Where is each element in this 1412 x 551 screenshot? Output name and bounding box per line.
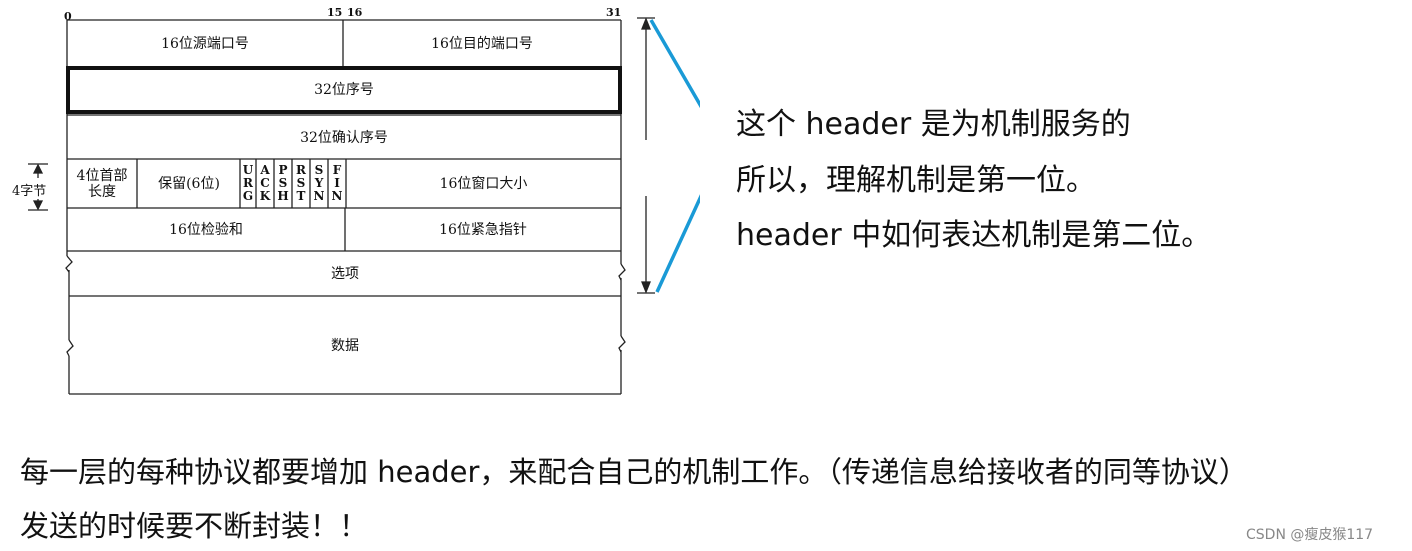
data-field: 数据 [331, 337, 359, 354]
flag-letter: P [278, 163, 288, 177]
note-line-2: 所以，理解机制是第一位。 [736, 163, 1096, 198]
reserved-field: 保留(6位) [158, 176, 220, 192]
options-field: 选项 [331, 266, 359, 282]
flag-letter: A [260, 163, 270, 177]
seq-number-field: 32位序号 [314, 82, 374, 98]
flag-psh: P S H [277, 161, 289, 206]
window-size-field: 16位窗口大小 [439, 176, 528, 192]
note-line-3: header 中如何表达机制是第二位。 [736, 218, 1212, 253]
flag-letter: S [278, 176, 288, 190]
tcp-header-diagram [28, 17, 700, 395]
flag-fin: F I N [331, 161, 343, 206]
bit-31-label: 31 [606, 6, 622, 19]
flag-letter: U [242, 163, 254, 177]
flag-letter: Y [314, 176, 324, 190]
header-length-line1: 4位首部 [76, 168, 128, 184]
header-length-line2: 长度 [88, 184, 116, 200]
flag-letter: S [314, 163, 324, 177]
header-length-field: 4位首部 长度 [68, 160, 136, 208]
flag-letter: I [334, 176, 340, 190]
flag-letter: S [296, 176, 306, 190]
flag-syn: S Y N [313, 161, 325, 206]
flag-ack: A C K [259, 161, 271, 206]
flag-urg: U R G [242, 161, 254, 206]
dst-port-field: 16位目的端口号 [431, 36, 533, 52]
ack-number-field: 32位确认序号 [300, 129, 388, 146]
flag-rst: R S T [295, 161, 307, 206]
flag-letter: N [331, 189, 343, 203]
flag-letter: R [243, 176, 253, 190]
flag-letter: H [277, 189, 289, 203]
flag-letter: C [260, 176, 270, 190]
bottom-line-2: 发送的时候要不断封装！！ [20, 509, 369, 543]
checksum-field: 16位检验和 [169, 222, 243, 238]
four-bytes-label: 4字节 [12, 180, 47, 199]
note-line-1: 这个 header 是为机制服务的 [736, 107, 1131, 142]
flag-letter: N [313, 189, 325, 203]
bit-15-label: 15 [327, 6, 343, 19]
bit-16-label: 16 [347, 6, 363, 19]
flag-letter: T [296, 189, 306, 203]
csdn-watermark: CSDN @瘦皮猴117 [1246, 527, 1374, 543]
src-port-field: 16位源端口号 [161, 36, 249, 52]
flag-letter: K [259, 189, 271, 203]
urgent-pointer-field: 16位紧急指针 [439, 222, 527, 238]
bottom-line-1: 每一层的每种协议都要增加 header，来配合自己的机制工作。（传递信息给接收者… [20, 455, 1248, 489]
bit-0-label: 0 [64, 10, 72, 23]
flag-letter: R [296, 163, 306, 177]
flag-letter: G [242, 189, 254, 203]
flag-letter: F [332, 163, 342, 177]
